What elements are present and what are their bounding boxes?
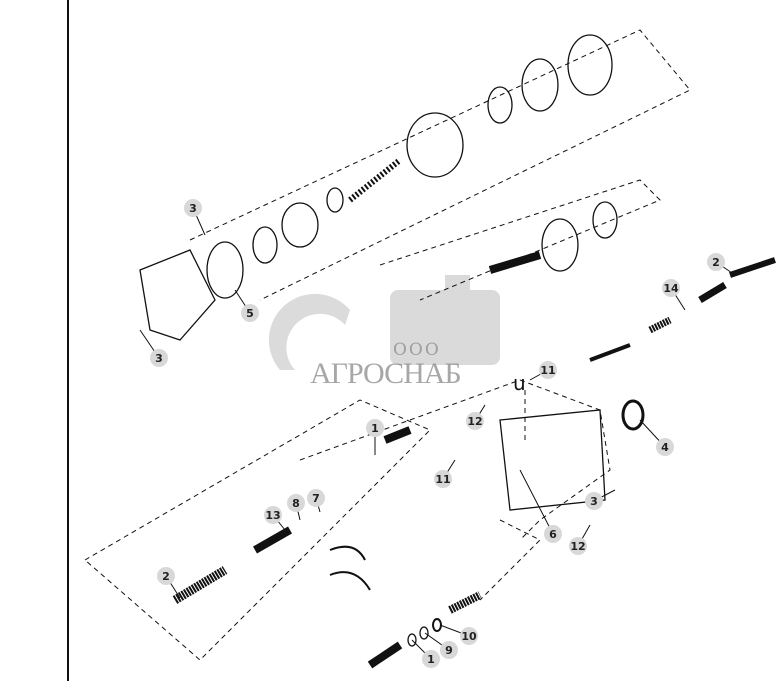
callout-number: 10 [461,630,477,643]
callout-bubble [585,492,603,510]
callout-13: 13 [264,506,286,531]
callout-bubble [157,567,175,585]
callout-number: 3 [189,202,197,215]
callout-1: 1 [411,639,440,668]
callout-bubble [466,412,484,430]
callout-14: 14 [662,279,686,311]
callout-4: 4 [639,419,674,456]
callout-6: 6 [519,469,562,543]
assembly-dash-lines [84,29,691,661]
callout-8: 8 [287,494,305,521]
callout-bubble [422,650,440,668]
callout-bubble [569,537,587,555]
callout-10: 10 [439,624,478,645]
callout-number: 13 [265,509,280,522]
callout-bubble [307,489,325,507]
callout-bubble [440,641,458,659]
callout-3: 3 [184,199,206,236]
callout-bubble [366,419,384,437]
callout-12: 12 [466,404,486,430]
callout-number: 1 [371,422,379,435]
component-parts [139,34,776,669]
callout-bubble [656,438,674,456]
callout-9: 9 [424,632,458,659]
callout-number: 4 [661,441,669,454]
page-border-line [67,0,69,681]
callout-number: 6 [549,528,557,541]
callout-bubble [264,506,282,524]
callout-number: 9 [445,644,453,657]
callout-3: 3 [585,489,616,510]
callout-bubble [184,199,202,217]
callout-11: 11 [529,361,557,381]
callout-7: 7 [307,489,325,513]
callout-bubble [241,304,259,322]
watermark-name: АГРОСНАБ [310,357,462,390]
callout-number: 11 [435,473,450,486]
callout-1: 1 [366,419,384,455]
callout-number: 8 [292,497,300,510]
callout-number: 5 [246,307,254,320]
callout-number: 11 [540,364,555,377]
callout-2: 2 [707,253,736,276]
callout-number: 2 [162,570,170,583]
callout-bubble [544,525,562,543]
callout-bubble [287,494,305,512]
callout-number: 2 [712,256,720,269]
callout-11: 11 [434,459,456,488]
callout-bubble [434,470,452,488]
callout-bubble [150,349,168,367]
callout-number: 12 [570,540,585,553]
callout-bubble [539,361,557,379]
callout-bubble [662,279,680,297]
callout-3: 3 [139,329,168,367]
stray-mark: u [513,371,526,395]
watermark-logo [268,275,500,370]
callout-number: 14 [663,282,679,295]
callout-2: 2 [157,567,181,599]
callout-bubble [460,627,478,645]
callout-number: 7 [312,492,320,505]
watermark-prefix: ООО [393,340,441,360]
callout-number: 3 [590,495,598,508]
callout-number: 1 [427,653,435,666]
callout-5: 5 [234,289,259,322]
callout-number: 12 [467,415,482,428]
leader-line [519,469,554,535]
callout-bubble [707,253,725,271]
callout-12: 12 [569,524,591,555]
callout-number: 3 [155,352,163,365]
